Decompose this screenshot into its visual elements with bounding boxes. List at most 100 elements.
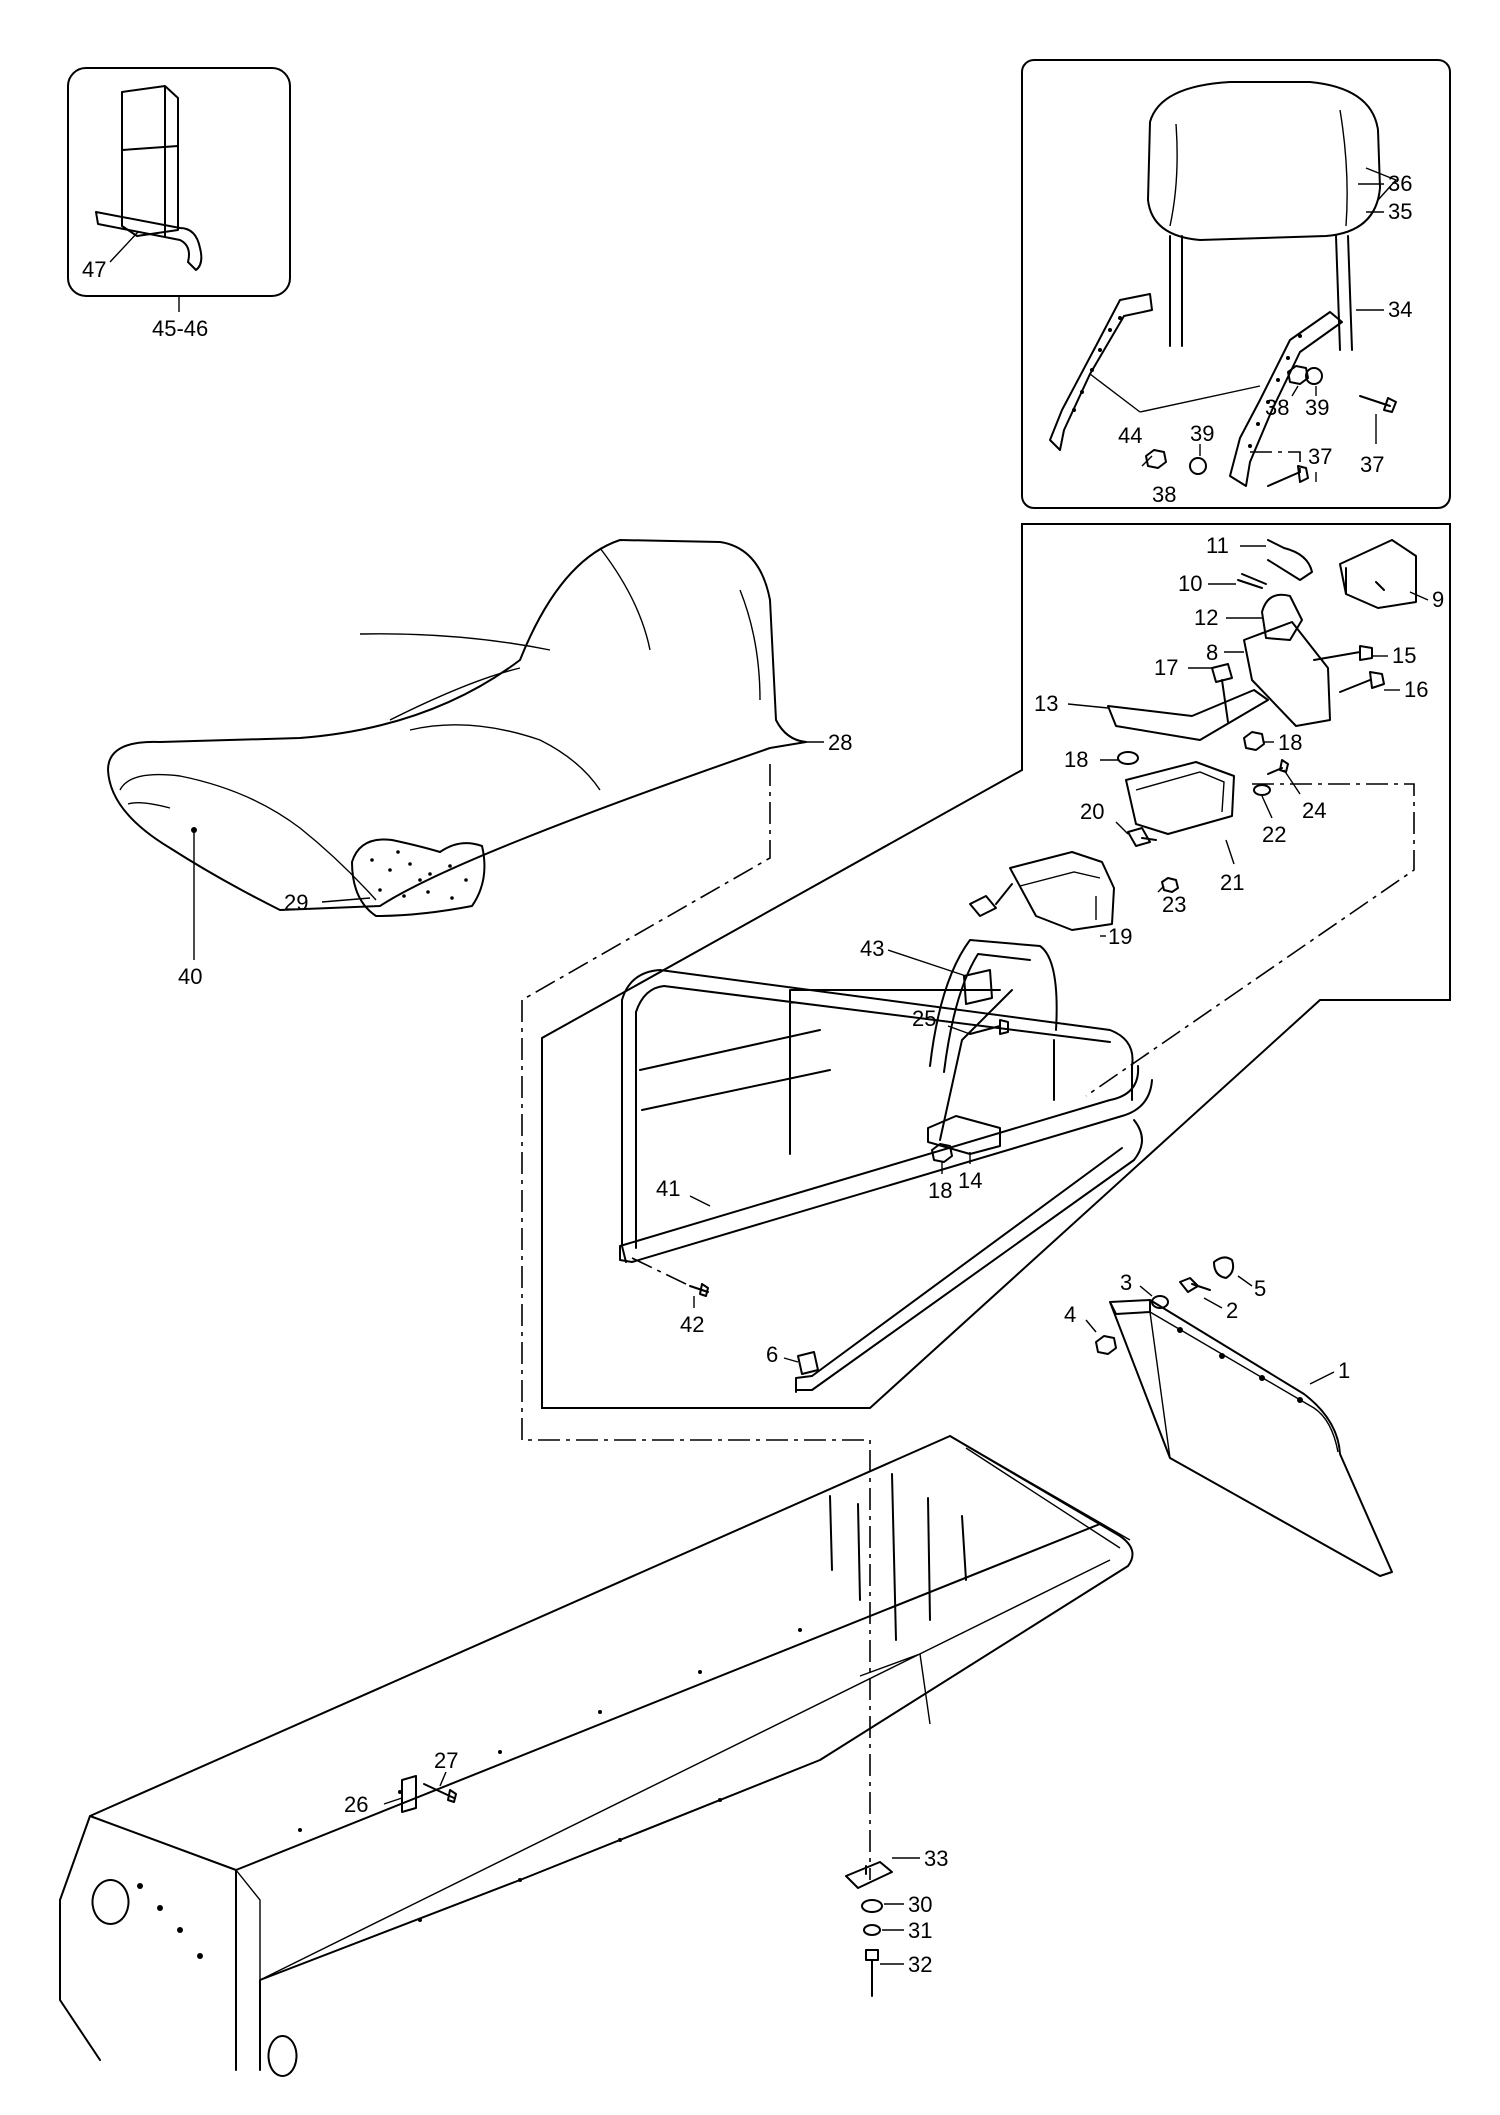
grab-handle-41 [619,969,1153,1263]
nut-38-right [1287,365,1309,385]
callout-40: 40 [178,964,202,989]
callout-22: 22 [1262,822,1286,847]
lens-21 [1125,761,1235,835]
plate-13 [1107,689,1269,741]
callout-31: 31 [908,1918,932,1943]
hinge-26 [401,1775,417,1813]
tunnel-slots [829,1473,967,1641]
callout-39-right: 39 [1305,395,1329,420]
callout-37-right: 37 [1360,452,1384,477]
bushing-39-left [1189,457,1207,475]
callout-38-left: 38 [1152,482,1176,507]
connector-43 [963,969,993,1005]
tool-kit-inset: 47 45-46 [67,67,291,341]
callout-21: 21 [1220,870,1244,895]
callout-12: 12 [1194,605,1218,630]
backrest-frame-34 [1169,235,1353,351]
callout-25: 25 [912,1006,936,1031]
callout-35: 35 [1388,199,1412,224]
bracket-8 [1243,621,1331,727]
callout-1: 1 [1338,1358,1350,1383]
callout-42: 42 [680,1312,704,1337]
nut-4 [1095,1335,1117,1355]
callout-47: 47 [82,257,106,282]
nut-23 [1161,877,1179,893]
callout-14: 14 [958,1168,982,1193]
callout-27: 27 [434,1748,458,1773]
screw-25 [969,1019,1009,1035]
rack-panel: 11 9 10 12 8 15 16 17 13 18 18 24 22 20 … [541,523,1451,1409]
backrest-inset: 36 35 34 38 39 37 44 39 38 37 [1021,59,1451,509]
callout-2: 2 [1226,1298,1238,1323]
cover-9 [1339,539,1417,609]
washer-22 [1253,784,1271,796]
callout-23: 23 [1162,892,1186,917]
tool-bag [121,85,179,237]
housing-19 [1009,851,1115,931]
spanner-wrench [95,211,203,271]
washer-18 [1117,751,1139,765]
callout-18-c: 18 [928,1178,952,1203]
callout-32: 32 [908,1952,932,1977]
clip-10 [1237,573,1267,589]
callout-28: 28 [828,730,852,755]
snow-flap-1 [1109,1299,1393,1577]
callout-5: 5 [1254,1276,1266,1301]
callout-9: 9 [1432,587,1444,612]
callout-37-left: 37 [1308,444,1332,469]
latch-12 [1261,593,1303,641]
callout-4: 4 [1064,1302,1076,1327]
backrest-pad [1147,81,1381,241]
backrest-cover-44-right [1229,311,1343,487]
tunnel-assembly: 33 30 31 32 26 27 [59,1000,1134,2077]
bolt-2 [1179,1277,1211,1293]
callout-15: 15 [1392,643,1416,668]
callout-39-left: 39 [1190,421,1214,446]
end-cap-6 [797,1351,819,1375]
callout-45-46: 45-46 [152,316,208,341]
grommet-5 [1213,1256,1235,1279]
callout-8: 8 [1206,640,1218,665]
nut-18-low [931,1143,953,1163]
rivet-42 [689,1283,709,1297]
callout-38-right: 38 [1265,395,1289,420]
callout-3: 3 [1120,1270,1132,1295]
callout-6: 6 [766,1342,778,1367]
callout-44: 44 [1118,423,1142,448]
callout-29: 29 [284,890,308,915]
callout-36: 36 [1388,171,1412,196]
callout-41: 41 [656,1176,680,1201]
pin-27 [423,1783,457,1803]
bushing-39-right [1305,367,1323,385]
snow-flap-assembly: 4 3 2 5 1 [1064,1256,1393,1577]
lockwasher-31 [863,1924,881,1936]
callout-11: 11 [1206,533,1229,558]
seat [107,539,807,911]
bolt-32 [865,1949,879,1997]
washer-30 [861,1899,883,1913]
tunnel [59,1435,1134,2071]
callout-10: 10 [1178,571,1202,596]
bolt-37-right [1359,395,1397,413]
connector [969,883,1013,917]
callout-33: 33 [924,1846,948,1871]
washer-3 [1151,1295,1169,1309]
callout-16: 16 [1404,677,1428,702]
bolt-17 [1211,663,1233,723]
nut-38-left [1145,449,1167,469]
callout-43: 43 [860,936,884,961]
callout-17: 17 [1154,655,1178,680]
hitch-pin-11 [1267,539,1313,581]
backrest-cover-44-left [1049,293,1153,451]
bolt-16 [1339,671,1385,693]
callout-34: 34 [1388,297,1412,322]
callout-19: 19 [1108,924,1132,949]
bolt-15 [1313,645,1373,661]
callout-13: 13 [1034,691,1058,716]
nut-18-top [1243,731,1265,751]
bolt-37-left [1267,465,1309,487]
callout-24: 24 [1302,798,1326,823]
bracket-14 [927,1115,1001,1155]
callout-26: 26 [344,1792,368,1817]
